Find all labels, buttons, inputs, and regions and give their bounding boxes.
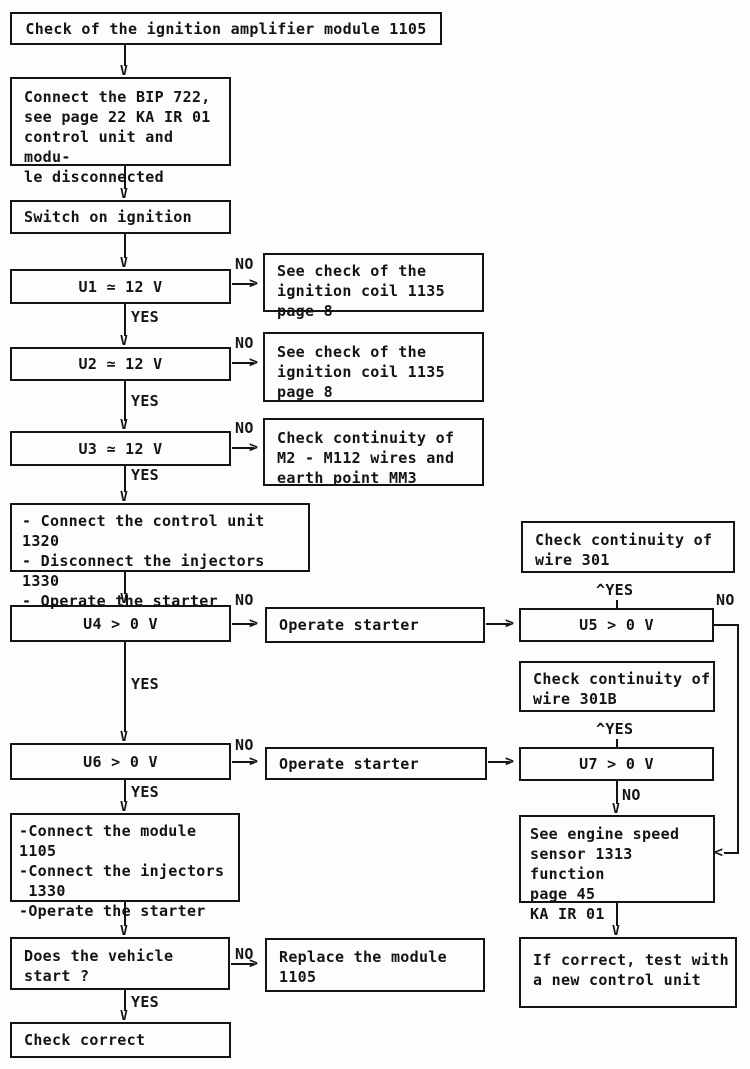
node-u3-check: U3 ≃ 12 V [10, 431, 231, 466]
connector-u4-u6-yes [124, 642, 126, 732]
label-yes-up-u5: ^YES [596, 581, 634, 599]
node-u2-check: U2 ≃ 12 V [10, 347, 231, 381]
connector-op2-u7 [488, 761, 510, 763]
arrowhead-down-check: V [120, 1009, 128, 1024]
connector-bip-switch [124, 166, 126, 189]
node-vehicle-start-question: Does the vehicle start ? [10, 937, 230, 990]
arrowhead-left-engine: < [714, 843, 724, 861]
node-operate-starter-1: Operate starter [265, 607, 485, 643]
arrowhead-down-module: V [120, 800, 128, 815]
connector-u7-engine-no [616, 781, 618, 804]
arrowhead-down-u2: V [120, 334, 128, 349]
node-control-unit-steps: - Connect the control unit 1320 - Discon… [10, 503, 310, 610]
connector-u3-no [232, 447, 254, 449]
node-u5-check: U5 > 0 V [519, 608, 714, 642]
connector-u5-no-into-engine [724, 852, 739, 854]
label-yes-u1: YES [131, 308, 159, 326]
arrowhead-right-see1: > [249, 274, 259, 292]
connector-u5-no-down [737, 624, 739, 854]
node-see-ignition-coil-1: See check of the ignition coil 1135 page… [263, 253, 484, 320]
connector-title-bip [124, 45, 126, 66]
node-replace-module: Replace the module 1105 [265, 938, 485, 992]
connector-op1-u5 [486, 623, 510, 625]
connector-vehicle-no [231, 963, 254, 965]
label-no-u3: NO [235, 419, 254, 437]
node-engine-speed-sensor: See engine speed sensor 1313 function pa… [519, 815, 715, 923]
label-no-vehicle: NO [235, 945, 254, 963]
connector-u6-module-yes [124, 780, 126, 802]
node-switch-on-ignition: Switch on ignition [10, 200, 231, 234]
node-u4-check: U4 > 0 V [10, 605, 231, 642]
arrowhead-down-control: V [120, 490, 128, 505]
label-yes-u3: YES [131, 466, 159, 484]
arrowhead-down-engine: V [612, 802, 620, 817]
arrowhead-down-u1: V [120, 256, 128, 271]
label-yes-u4: YES [131, 675, 159, 693]
arrowhead-down-ifcorrect: V [612, 924, 620, 939]
connector-u5-yes-up-tick [616, 600, 618, 608]
connector-u5-no-out [713, 624, 739, 626]
connector-u7-yes-up-tick [616, 739, 618, 747]
node-u7-check: U7 > 0 V [519, 747, 714, 781]
node-module-steps: -Connect the module 1105 -Connect the in… [10, 813, 240, 920]
arrowhead-right-replace: > [249, 954, 259, 972]
connector-control-u4 [124, 572, 126, 594]
arrowhead-right-u7: > [505, 752, 515, 770]
arrowhead-down-vehicle: V [120, 924, 128, 939]
label-no-u4: NO [235, 591, 254, 609]
node-m2-continuity: Check continuity of M2 - M112 wires and … [263, 418, 484, 487]
node-u6-check: U6 > 0 V [10, 743, 231, 780]
node-title: Check of the ignition amplifier module 1… [10, 12, 442, 45]
node-if-correct-new-unit: If correct, test with a new control unit [519, 937, 737, 1008]
arrowhead-right-m2: > [249, 438, 259, 456]
arrowhead-down-u3: V [120, 418, 128, 433]
label-yes-u2: YES [131, 392, 159, 410]
arrowhead-right-see2: > [249, 353, 259, 371]
label-no-u7: NO [622, 786, 641, 804]
node-wire-301-continuity: Check continuity of wire 301 [521, 521, 735, 573]
arrowhead-down-bip: V [120, 64, 128, 79]
arrowhead-right-op1: > [249, 614, 259, 632]
connector-u3-control-yes [124, 466, 126, 492]
arrowhead-down-switch: V [120, 187, 128, 202]
label-no-u2: NO [235, 334, 254, 352]
connector-u4-no [232, 623, 254, 625]
connector-u1-u2-yes [124, 304, 126, 336]
node-check-correct: Check correct [10, 1022, 231, 1058]
connector-switch-u1 [124, 234, 126, 258]
connector-u2-no [232, 362, 254, 364]
connector-module-vehicle [124, 902, 126, 926]
label-yes-u6: YES [131, 783, 159, 801]
node-u1-check: U1 ≃ 12 V [10, 269, 231, 304]
connector-u2-u3-yes [124, 381, 126, 421]
connector-vehicle-check-yes [124, 990, 126, 1011]
node-operate-starter-2: Operate starter [265, 747, 487, 780]
label-yes-up-u7: ^YES [596, 720, 634, 738]
node-connect-bip-722: Connect the BIP 722, see page 22 KA IR 0… [10, 77, 231, 186]
connector-engine-ifcorrect [616, 903, 618, 926]
arrowhead-right-op2: > [249, 752, 259, 770]
connector-u6-no [232, 761, 254, 763]
arrowhead-down-u4: V [120, 592, 128, 607]
connector-u1-no [232, 283, 254, 285]
label-no-u1: NO [235, 255, 254, 273]
node-see-ignition-coil-2: See check of the ignition coil 1135 page… [263, 332, 484, 402]
arrowhead-right-u5: > [505, 614, 515, 632]
label-no-u5: NO [716, 591, 735, 609]
node-wire-301b-continuity: Check continuity of wire 301B [519, 661, 715, 712]
label-no-u6: NO [235, 736, 254, 754]
label-yes-vehicle: YES [131, 993, 159, 1011]
arrowhead-down-u6: V [120, 730, 128, 745]
